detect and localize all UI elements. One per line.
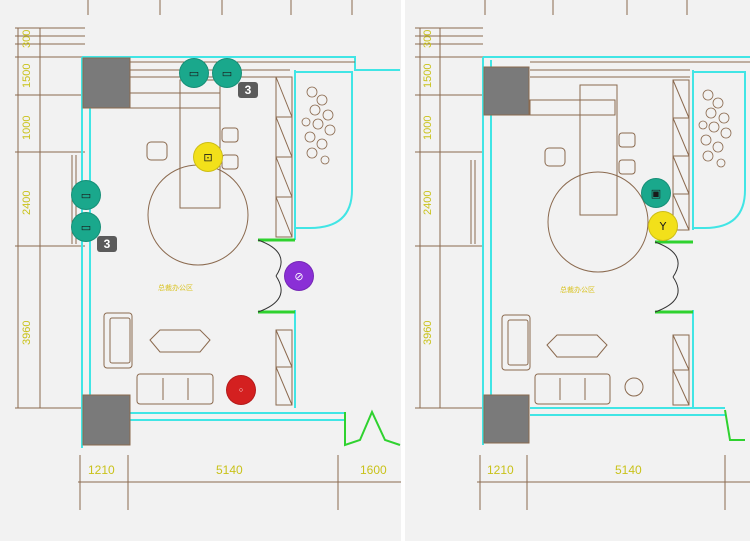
armchair [103, 312, 133, 369]
vdim-1000: 1000 [21, 116, 33, 140]
r-column-top-left [483, 66, 530, 116]
r-planter-bay [693, 71, 746, 229]
teal-desk-marker-1[interactable]: ▭ [179, 58, 209, 88]
r-hdim-5140: 5140 [615, 463, 642, 477]
r-armchair [501, 314, 531, 371]
yellow-glass-marker[interactable]: Y [648, 211, 678, 241]
teal-outlet-marker[interactable]: ▣ [641, 178, 671, 208]
left-floor-plan: 300 1500 1000 2400 3960 [0, 0, 401, 541]
r-hdim-1210: 1210 [487, 463, 514, 477]
shelf-unit-lower [275, 329, 293, 406]
count-badge-top[interactable]: 3 [238, 82, 258, 98]
vdim-3960: 3960 [21, 321, 33, 345]
r-vdim-1500: 1500 [422, 64, 434, 88]
r-shelf-unit-upper [672, 79, 690, 231]
r-entry-door [654, 240, 693, 314]
teal-desk-marker-2[interactable]: ▭ [212, 58, 242, 88]
room-label-left: 总裁办公区 [158, 283, 193, 292]
desk-icon: ▭ [80, 220, 92, 234]
r-sofa [534, 373, 611, 405]
red-item-marker[interactable]: ◦ [226, 375, 256, 405]
vdim-300: 300 [21, 30, 33, 48]
planter-foliage [301, 86, 336, 165]
round-item-icon: ◦ [237, 383, 245, 397]
coffee-table [149, 329, 211, 353]
r-vdim-2400: 2400 [422, 191, 434, 215]
sofa [136, 373, 214, 405]
room-label-right: 总裁办公区 [560, 285, 595, 294]
hdim-5140: 5140 [216, 463, 243, 477]
r-vdim-1000: 1000 [422, 116, 434, 140]
desk-icon: ▭ [221, 66, 233, 80]
purple-door-marker[interactable]: ⊘ [284, 261, 314, 291]
vdim-2400: 2400 [21, 191, 33, 215]
r-planter-foliage [698, 89, 732, 168]
yellow-outlet-marker[interactable]: ⊡ [193, 142, 223, 172]
wine-glass-icon: Y [659, 219, 667, 233]
hdim-1210: 1210 [88, 463, 115, 477]
desk-chair [146, 141, 168, 161]
entry-door [257, 238, 295, 314]
teal-desk-marker-3[interactable]: ▭ [71, 180, 101, 210]
shelf-unit-upper [275, 76, 293, 238]
r-shelf-unit-lower [672, 334, 690, 406]
r-guest-chair-2 [618, 159, 636, 175]
r-desk-chair [544, 147, 566, 167]
column-top-left [82, 57, 131, 109]
door-handle-icon: ⊘ [294, 269, 304, 283]
r-vdim-3960: 3960 [422, 321, 434, 345]
panel-separator [401, 0, 405, 541]
column-bottom-left [82, 394, 131, 446]
r-column-bottom-left [483, 394, 530, 444]
r-vdim-300: 300 [422, 30, 434, 48]
r-guest-chair-1 [618, 132, 636, 148]
count-badge-left[interactable]: 3 [97, 236, 117, 252]
teal-desk-marker-4[interactable]: ▭ [71, 212, 101, 242]
socket-icon: ▣ [650, 186, 662, 200]
hdim-1600: 1600 [360, 463, 387, 477]
guest-chair-1 [221, 127, 239, 143]
desk-icon: ▭ [80, 188, 92, 202]
r-side-table [624, 377, 644, 397]
planter-bay [295, 71, 353, 229]
r-west-window [470, 160, 476, 244]
right-floor-plan: 300 1500 1000 2400 3960 [405, 0, 750, 541]
power-outlet-icon: ⊡ [203, 150, 213, 164]
vdim-1500: 1500 [21, 64, 33, 88]
r-coffee-table [546, 334, 608, 358]
desk-icon: ▭ [188, 66, 200, 80]
